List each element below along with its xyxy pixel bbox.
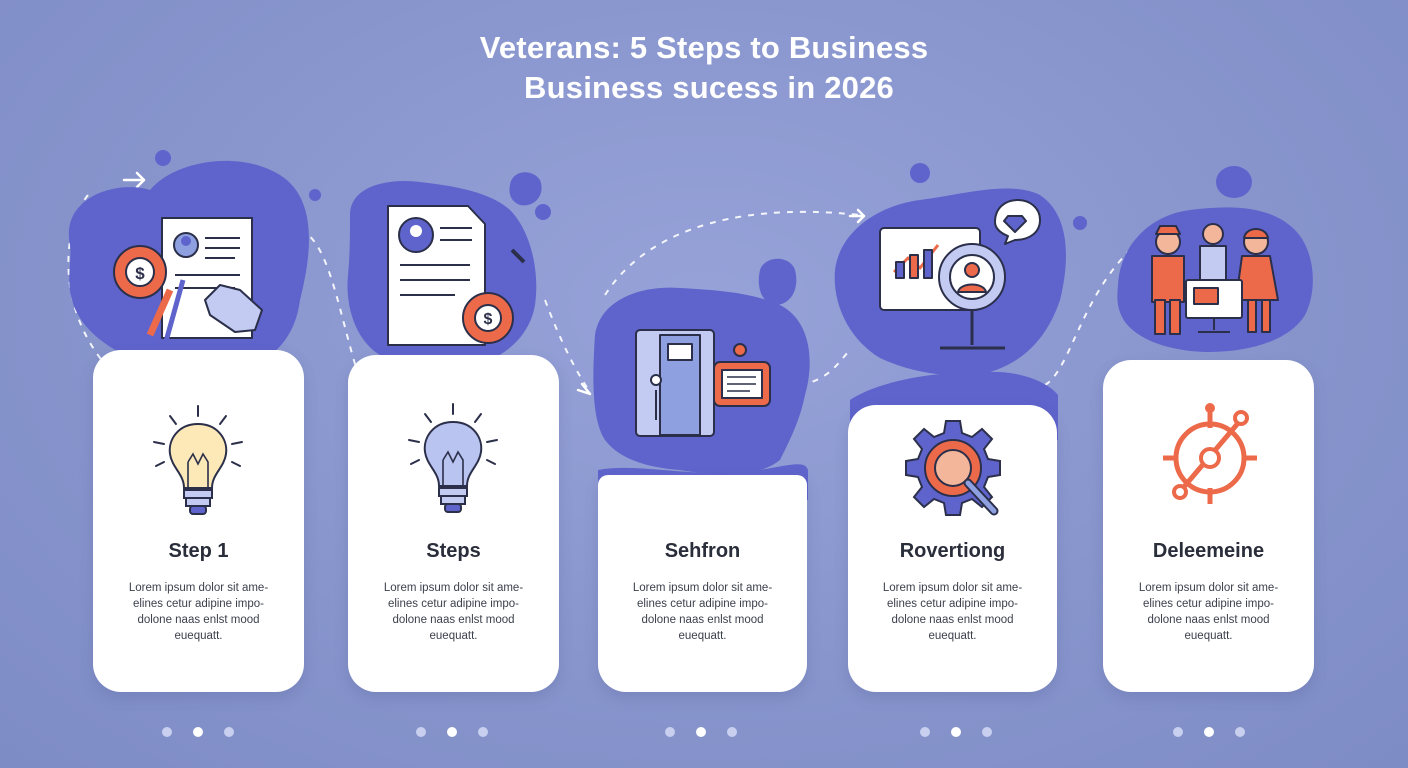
step-card-3: Sehfron Lorem ipsum dolor sit ame-elines… (598, 475, 807, 692)
step-2-body: Lorem ipsum dolor sit ame-elines cetur a… (383, 582, 524, 642)
dot[interactable] (416, 727, 426, 737)
target-crosshair-icon (1163, 403, 1257, 504)
dot-active[interactable] (696, 727, 706, 737)
step-2-title: Steps (426, 540, 481, 562)
dot-active[interactable] (193, 727, 203, 737)
machine-document-icon (635, 329, 771, 437)
dot[interactable] (1235, 727, 1245, 737)
dot[interactable] (1173, 727, 1183, 737)
pagination-dots-1 (162, 727, 236, 739)
pagination-dots-5 (1173, 727, 1247, 739)
title-line-2: Business sucess in 2026 (524, 70, 894, 105)
arrow-icon (122, 171, 866, 396)
gear-magnifier-icon (905, 420, 1001, 516)
step-5-body: Lorem ipsum dolor sit ame-elines cetur a… (1138, 582, 1279, 642)
lightbulb-icon (153, 405, 243, 515)
step-3-body: Lorem ipsum dolor sit ame-elines cetur a… (632, 582, 773, 642)
step-3-title: Sehfron (664, 540, 741, 562)
dot-active[interactable] (447, 727, 457, 737)
title-line-1: Veterans: 5 Steps to Business (479, 30, 929, 65)
dot-active[interactable] (951, 727, 961, 737)
pagination-dots-4 (920, 727, 994, 739)
document-wrench-dollar-icon: $ (387, 205, 526, 346)
pagination-dots-3 (665, 727, 739, 739)
dot[interactable] (478, 727, 488, 737)
step-card-1: Step 1 Lorem ipsum dolor sit ame-elines … (93, 350, 304, 692)
step-1-body: Lorem ipsum dolor sit ame-elines cetur a… (128, 582, 269, 642)
step-card-4: Rovertiong Lorem ipsum dolor sit ame-eli… (848, 405, 1057, 692)
dot[interactable] (162, 727, 172, 737)
dot[interactable] (224, 727, 234, 737)
step-5-title: Deleemeine (1152, 540, 1265, 562)
dot[interactable] (665, 727, 675, 737)
step-card-2: Steps Lorem ipsum dolor sit ame-elines c… (348, 355, 559, 692)
step-4-body: Lorem ipsum dolor sit ame-elines cetur a… (882, 582, 1023, 642)
page-title: Veterans: 5 Steps to Business Business s… (0, 28, 1408, 108)
team-computer-icon (1151, 223, 1279, 335)
resume-gear-dollar-icon: $ (113, 217, 263, 346)
dot-active[interactable] (1204, 727, 1214, 737)
svg-text:$: $ (484, 311, 493, 328)
step-card-5: Deleemeine Lorem ipsum dolor sit ame-eli… (1103, 360, 1314, 692)
monitor-chart-magnifier-icon (879, 199, 1041, 350)
dot[interactable] (727, 727, 737, 737)
dot[interactable] (920, 727, 930, 737)
dot[interactable] (982, 727, 992, 737)
step-4-title: Rovertiong (899, 540, 1006, 562)
pagination-dots-2 (416, 727, 490, 739)
lightbulb-icon (408, 403, 498, 513)
step-1-title: Step 1 (168, 540, 229, 562)
svg-text:$: $ (135, 264, 145, 283)
